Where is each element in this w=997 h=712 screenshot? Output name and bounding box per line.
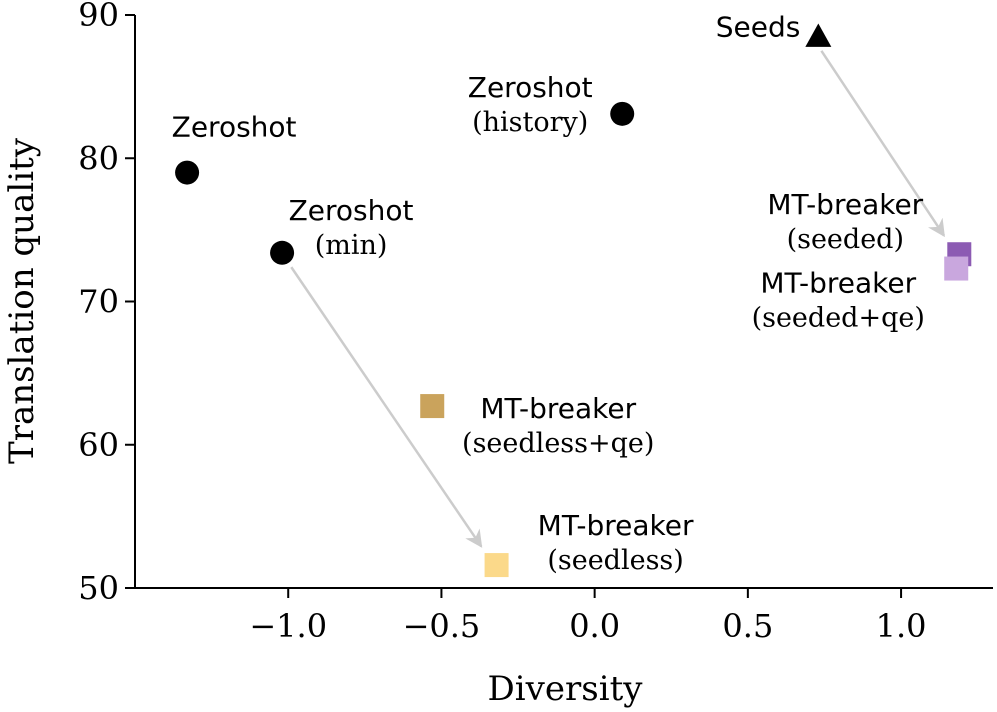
y-tick-label: 90: [78, 0, 119, 34]
x-tick-label: −0.5: [403, 607, 481, 645]
zeroshot-history-label: (history): [472, 107, 588, 138]
mt-breaker-seeded-qe-label: (seeded+qe): [752, 303, 925, 334]
y-axis-title: Translation quality: [2, 137, 42, 464]
mt-breaker-seedless-marker: [484, 553, 509, 578]
y-tick-label: 60: [78, 426, 119, 464]
zeroshot-min-label: (min): [315, 230, 388, 261]
y-tick-label: 80: [78, 139, 119, 177]
mt-breaker-seedless-label: MT-breaker: [538, 509, 694, 542]
mt-breaker-seeded-label: (seeded): [787, 224, 904, 255]
zeroshot-history-marker: [610, 101, 635, 126]
zeroshot-label: Zeroshot: [172, 111, 297, 144]
arrow-seeds-to-seeded: [820, 50, 946, 238]
data-points: [175, 23, 972, 578]
zeroshot-min-marker: [270, 240, 295, 265]
x-axis-title: Diversity: [488, 669, 644, 709]
mt-breaker-seeded-qe-marker: [944, 256, 969, 281]
x-tick-label: 0.0: [569, 607, 620, 645]
zeroshot-min-label: Zeroshot: [289, 194, 414, 227]
point-labels: SeedsZeroshotZeroshot(history)Zeroshot(m…: [172, 10, 925, 576]
x-tick-label: 1.0: [876, 607, 927, 645]
arrow-zeroshot-min-to-seedless: [290, 266, 483, 548]
x-tick-label: 0.5: [722, 607, 773, 645]
mt-breaker-seedless-label: (seedless): [547, 545, 684, 576]
x-tick-label: −1.0: [249, 607, 327, 645]
axes: −1.0 −0.5 0.0 0.5 1.0 50 60 70 80 90: [78, 0, 993, 645]
y-tick-label: 50: [78, 569, 119, 607]
mt-breaker-seeded-label: MT-breaker: [767, 188, 923, 221]
seeds-label: Seeds: [716, 10, 801, 43]
mt-breaker-seedless-qe-marker: [420, 394, 445, 419]
mt-breaker-seedless-qe-label: (seedless+qe): [462, 428, 654, 459]
arrows: [290, 50, 946, 548]
zeroshot-marker: [175, 160, 200, 185]
mt-breaker-seeded-qe-label: MT-breaker: [760, 267, 916, 300]
y-tick-label: 70: [78, 283, 119, 321]
seeds-marker: [805, 23, 832, 47]
mt-breaker-seedless-qe-label: MT-breaker: [480, 392, 636, 425]
zeroshot-history-label: Zeroshot: [468, 71, 593, 104]
